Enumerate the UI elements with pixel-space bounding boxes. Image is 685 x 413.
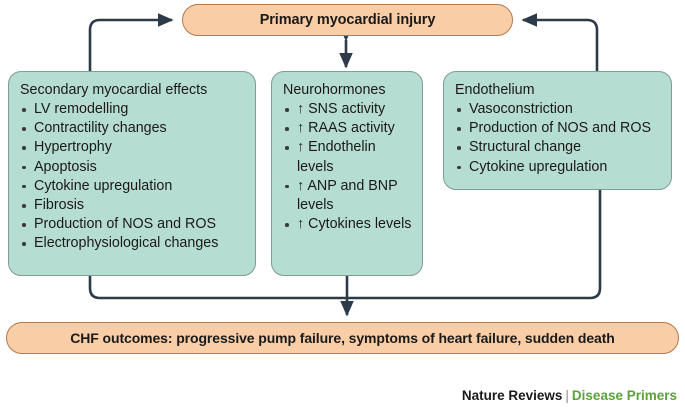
list-item: Fibrosis	[20, 196, 245, 215]
list-item: Cytokine upregulation	[455, 158, 661, 177]
bullet-icon	[22, 204, 26, 208]
journal-series: Disease Primers	[571, 388, 677, 403]
list-item-label: Electrophysiological changes	[34, 235, 219, 252]
list-item-label: LV remodelling	[34, 101, 129, 117]
outcomes-label: CHF outcomes: progressive pump failure, …	[70, 330, 615, 346]
node-primary-myocardial-injury[interactable]: Primary myocardial injury	[182, 4, 513, 36]
node-endothelium[interactable]: Endothelium Vasoconstriction Production …	[443, 71, 672, 190]
list-item-label: Cytokine upregulation	[469, 158, 608, 175]
list-item-label: Cytokine upregulation	[34, 177, 173, 194]
list-item: ↑ SNS activity	[283, 100, 412, 119]
list-item: ↑ Endothelin levels	[283, 138, 412, 176]
list-item-label: ↑ Endothelin levels	[297, 139, 376, 175]
bullet-icon	[22, 165, 26, 170]
endothelium-list: Vasoconstriction Production of NOS and R…	[455, 100, 661, 177]
list-item-label: ↑ RAAS activity	[297, 120, 395, 137]
bullet-icon	[285, 223, 289, 227]
bullet-icon	[457, 127, 461, 131]
bullet-icon	[22, 108, 26, 112]
list-item: LV remodelling	[20, 100, 245, 119]
list-item-label: Structural change	[469, 139, 582, 156]
list-item: ↑ RAAS activity	[283, 119, 412, 138]
bullet-icon	[457, 165, 461, 170]
bullet-icon	[22, 242, 26, 247]
list-item-label: Production of NOS and ROS	[34, 216, 216, 233]
bullet-icon	[22, 146, 26, 150]
list-item: ↑ Cytokines levels	[283, 215, 412, 234]
list-item: Apoptosis	[20, 158, 245, 177]
list-item-label: Production of NOS and ROS	[469, 120, 651, 137]
list-item: Vasoconstriction	[455, 100, 661, 119]
list-item-label: ↑ SNS activity	[297, 101, 386, 117]
bullet-icon	[22, 184, 26, 189]
bullet-icon	[22, 223, 26, 227]
node-neurohormones[interactable]: Neurohormones ↑ SNS activity ↑ RAAS acti…	[271, 71, 423, 276]
list-item: Production of NOS and ROS	[455, 119, 661, 138]
list-item-label: ↑ ANP and BNP levels	[297, 177, 398, 214]
endothelium-heading: Endothelium	[455, 82, 535, 98]
list-item-label: Hypertrophy	[34, 139, 112, 156]
list-item: Hypertrophy	[20, 138, 245, 157]
journal-credit: Nature Reviews|Disease Primers	[462, 388, 677, 403]
bullet-icon	[285, 146, 289, 150]
list-item-label: Fibrosis	[34, 197, 85, 214]
bullet-icon	[457, 108, 461, 112]
primary-label: Primary myocardial injury	[259, 12, 436, 28]
list-item: Cytokine upregulation	[20, 177, 245, 196]
neurohormones-list: ↑ SNS activity ↑ RAAS activity ↑ Endothe…	[283, 100, 412, 234]
list-item: Electrophysiological changes	[20, 234, 245, 253]
secondary-list: LV remodelling Contractility changes Hyp…	[20, 100, 245, 254]
bullet-icon	[285, 127, 289, 131]
neurohormones-heading: Neurohormones	[283, 82, 386, 98]
secondary-heading: Secondary myocardial effects	[20, 82, 208, 98]
list-item-label: Vasoconstriction	[469, 101, 573, 117]
list-item: Contractility changes	[20, 119, 245, 138]
list-item: Structural change	[455, 138, 661, 157]
node-secondary-myocardial-effects[interactable]: Secondary myocardial effects LV remodell…	[8, 71, 256, 276]
node-chf-outcomes[interactable]: CHF outcomes: progressive pump failure, …	[6, 322, 679, 354]
bullet-icon	[285, 108, 289, 112]
list-item: Production of NOS and ROS	[20, 215, 245, 234]
list-item-label: ↑ Cytokines levels	[297, 216, 412, 233]
bullet-icon	[285, 184, 289, 189]
bullet-icon	[22, 127, 26, 131]
journal-name: Nature Reviews	[461, 388, 563, 403]
list-item-label: Apoptosis	[34, 158, 97, 175]
journal-separator: |	[565, 388, 569, 403]
list-item-label: Contractility changes	[34, 120, 167, 137]
bullet-icon	[457, 146, 461, 150]
list-item: ↑ ANP and BNP levels	[283, 177, 412, 215]
